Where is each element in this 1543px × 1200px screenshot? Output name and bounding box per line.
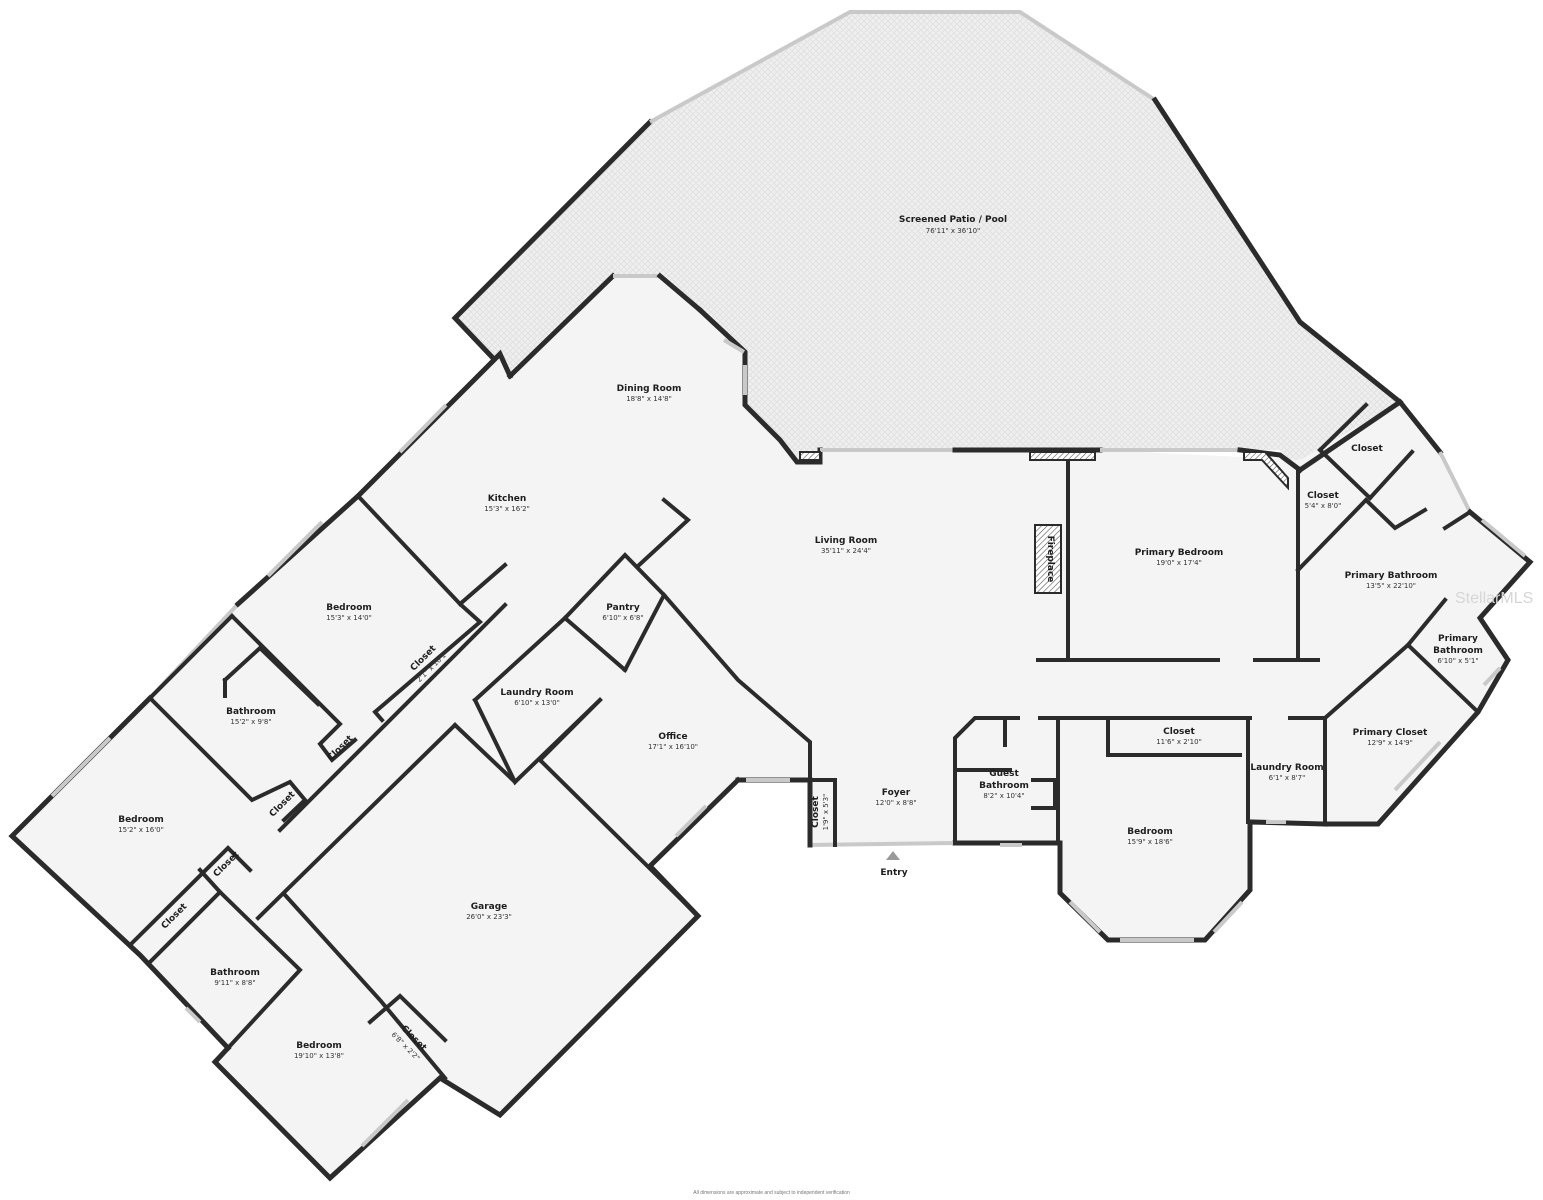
label-dining-room: Dining Room [617,384,682,394]
dim-primary-bathroom-small: 6'10" x 5'1" [1437,657,1478,665]
label-bedroom-1: Bedroom [326,603,372,613]
label-closet-5-4: Closet [1307,491,1339,501]
label-closet-foyer: Closet [811,795,821,827]
label-living-room: Living Room [815,536,877,546]
patio-wall-left [451,118,654,380]
dim-closet-11-6: 11'6" x 2'10" [1156,738,1202,746]
label-fireplace: Fireplace [1045,536,1055,583]
dim-closet-foyer: 1'9" x 5'3" [822,794,830,831]
label-bathroom-2: Bathroom [210,968,260,978]
label-guest-bathroom-1: Guest [989,769,1019,779]
dim-bedroom-4: 19'10" x 13'8" [294,1052,344,1060]
primary-corner-feature [1243,451,1289,491]
label-bedroom-4: Bedroom [296,1041,342,1051]
dim-primary-bedroom: 19'0" x 17'4" [1156,559,1202,567]
entry-arrow-icon [886,851,900,860]
dim-bathroom-2: 9'11" x 8'8" [214,979,255,987]
house-footprint-main [12,276,1530,1178]
dim-screened-patio: 76'11" x 36'10" [926,227,981,235]
dim-foyer: 12'0" x 8'8" [875,799,916,807]
label-closet-11-6: Closet [1163,727,1195,737]
dim-kitchen: 15'3" x 16'2" [484,505,530,513]
dim-guest-bathroom: 8'2" x 10'4" [983,792,1024,800]
dim-pantry: 6'10" x 6'8" [602,614,643,622]
dim-bedroom-1: 15'3" x 14'0" [326,614,372,622]
interior-walls [127,402,1481,1081]
windows [50,338,1527,1148]
label-primary-closet: Primary Closet [1353,728,1428,738]
label-office: Office [658,732,687,742]
label-primary-bathroom: Primary Bathroom [1345,571,1438,581]
label-pantry: Pantry [606,603,640,613]
label-bathroom-1: Bathroom [226,707,276,717]
label-garage: Garage [471,902,508,912]
label-entry: Entry [880,868,907,878]
label-primary-bathroom-small-1: Primary [1438,634,1478,644]
fireplace-hearth [1034,524,1062,594]
label-primary-bedroom: Primary Bedroom [1135,548,1224,558]
label-laundry-room-2: Laundry Room [1250,763,1323,773]
label-laundry-room-1: Laundry Room [500,688,573,698]
dim-living-room: 35'11" x 24'4" [821,547,871,555]
dim-bedroom-3: 15'9" x 18'6" [1127,838,1173,846]
dim-primary-closet: 12'9" x 14'9" [1367,739,1413,747]
patio-wall-segment-1 [799,451,821,461]
patio-wall-segment-2 [1029,451,1096,461]
dim-laundry-room-1: 6'10" x 13'0" [514,699,560,707]
label-closet-upper: Closet [1351,444,1383,454]
dim-bathroom-1: 15'2" x 9'8" [230,718,271,726]
dim-primary-bathroom: 13'5" x 22'10" [1366,582,1416,590]
dim-office: 17'1" x 16'10" [648,743,698,751]
patio-wall-right [1151,96,1404,406]
label-primary-bathroom-small-2: Bathroom [1433,646,1483,656]
disclaimer: All dimensions are approximate and subje… [693,1190,850,1196]
label-guest-bathroom-2: Bathroom [979,781,1029,791]
dim-bedroom-2: 15'2" x 16'0" [118,826,164,834]
label-foyer: Foyer [882,788,911,798]
patio-screen-top [649,10,1157,124]
watermark-logo: StellarMLS [1455,590,1534,607]
patio-area [455,12,1400,470]
label-kitchen: Kitchen [488,494,527,504]
dim-garage: 26'0" x 23'3" [466,913,512,921]
label-screened-patio: Screened Patio / Pool [899,215,1007,225]
dim-closet-5-4: 5'4" x 8'0" [1305,502,1342,510]
label-bedroom-3: Bedroom [1127,827,1173,837]
label-bedroom-2: Bedroom [118,815,164,825]
dim-laundry-room-2: 6'1" x 8'7" [1269,774,1306,782]
dim-dining-room: 18'8" x 14'8" [626,395,672,403]
